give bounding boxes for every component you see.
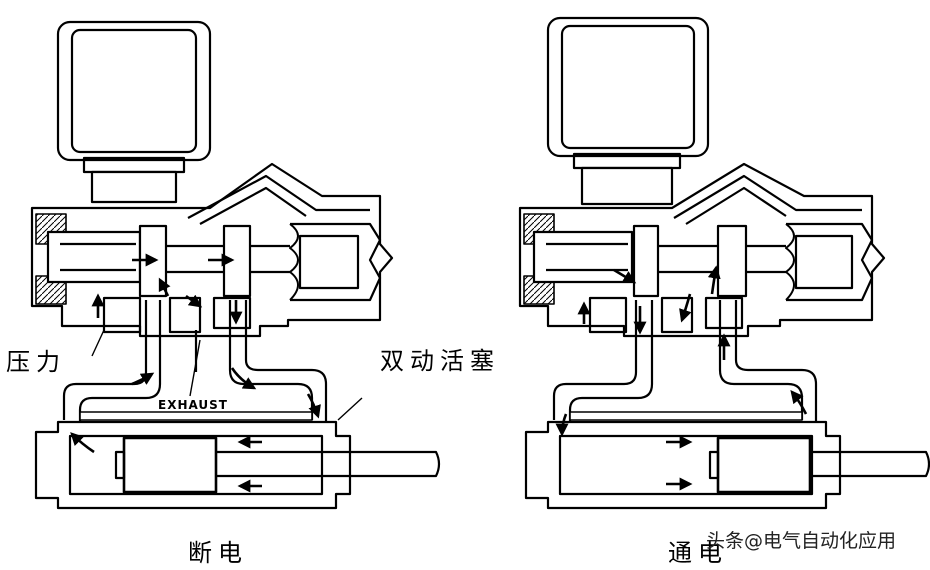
right-cylinder bbox=[524, 420, 930, 510]
left-exhaust-channel bbox=[79, 411, 313, 421]
double-piston-label: 双动活塞 bbox=[380, 347, 500, 375]
left-pilot-body bbox=[30, 162, 394, 338]
watermark-text: 头条@电气自动化应用 bbox=[706, 530, 897, 552]
left-flow-arrows bbox=[70, 253, 321, 493]
left-leader-lines bbox=[91, 329, 363, 421]
right-flow-arrows bbox=[555, 265, 808, 491]
right-assembly-on bbox=[518, 16, 930, 510]
exhaust-label: EXHAUST bbox=[158, 398, 228, 412]
right-channel bbox=[569, 411, 803, 421]
right-pilot-body bbox=[518, 162, 886, 338]
left-cylinder bbox=[34, 420, 441, 510]
left-solenoid-coil bbox=[56, 20, 212, 204]
power-on-caption: 通电 bbox=[668, 539, 728, 567]
right-solenoid-coil bbox=[546, 16, 710, 206]
pressure-label: 压力 bbox=[6, 348, 66, 376]
power-off-caption: 断电 bbox=[188, 539, 248, 567]
left-assembly-off bbox=[30, 20, 441, 510]
